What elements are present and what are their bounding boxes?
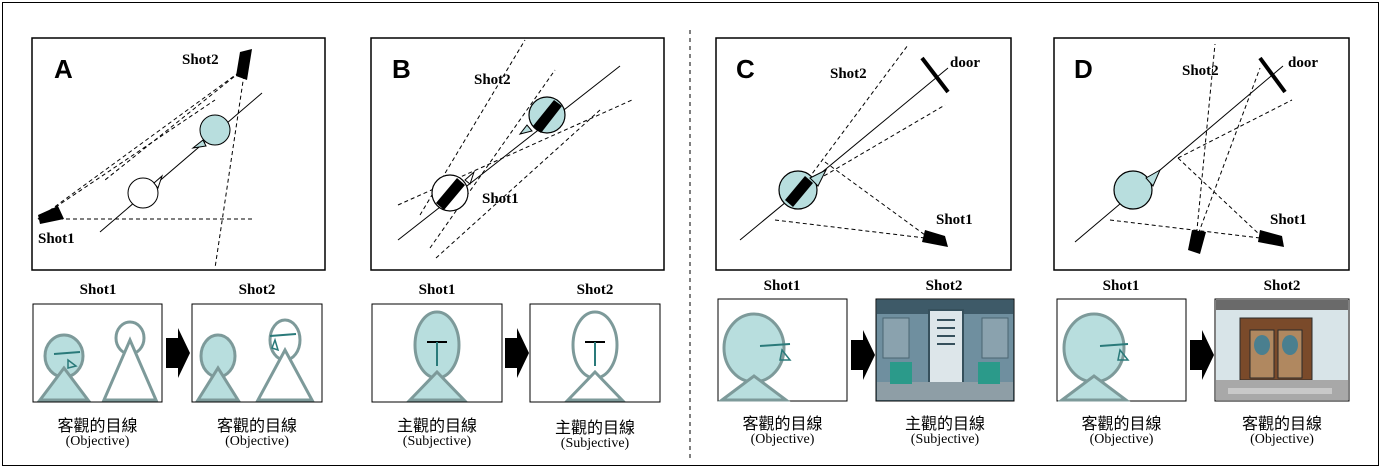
thumb-c1 (717, 312, 792, 402)
door-label: door (950, 55, 980, 71)
panel-letter-b: B (392, 54, 411, 84)
diagram-box-a (31, 37, 326, 271)
diagram-box-c (715, 37, 1012, 271)
diagram-b (397, 39, 633, 259)
thumb-c2-porch-photo (877, 300, 1013, 400)
thumb-title: Shot2 (1263, 278, 1301, 294)
panel-letter-d: D (1074, 54, 1093, 84)
panel-letters: A B C D (54, 54, 1093, 84)
arrow-right-icon (505, 328, 529, 378)
caption-zh: 客觀的目線 (1081, 414, 1162, 433)
thumb-title: Shot1 (418, 282, 456, 298)
diagram-box-b (370, 37, 665, 271)
caption-en: (Objective) (1089, 432, 1154, 447)
camera-shot1-icon (436, 178, 465, 210)
thumb-title: Shot2 (576, 282, 614, 298)
arrow-right-icon (166, 328, 190, 378)
thumb-title: Shot1 (79, 282, 117, 298)
shot2-label: Shot2 (1182, 63, 1219, 79)
camera-shot2-icon (1188, 230, 1206, 254)
camera-shot1-icon (1258, 230, 1284, 247)
camera-shot1-icon (922, 230, 948, 247)
caption-zh: 客觀的目線 (1241, 414, 1322, 433)
caption-en: (Objective) (65, 434, 130, 449)
arrow-right-icon (851, 330, 875, 380)
door-icon (920, 56, 950, 94)
thumb-a2 (195, 318, 315, 402)
caption-zh: 客觀的目線 (57, 416, 138, 435)
shot1-label: Shot1 (936, 212, 973, 228)
thumb-a1 (37, 320, 159, 402)
camera-shot2-icon (236, 49, 252, 80)
shot1-label: Shot1 (38, 231, 75, 247)
thumb-title: Shot1 (763, 278, 801, 294)
arrow-right-icon (1190, 330, 1214, 380)
caption-en: (Objective) (1250, 432, 1314, 447)
caption-zh: 客觀的目線 (216, 416, 297, 435)
caption-en: (Subjective) (910, 432, 980, 447)
diagram-a (37, 49, 263, 269)
shot1-label: Shot1 (482, 191, 519, 207)
caption-zh: 客觀的目線 (742, 414, 823, 433)
door-label: door (1288, 55, 1318, 71)
character-head-icon (127, 177, 159, 209)
caption-zh: 主觀的目線 (396, 416, 477, 435)
caption-zh: 主觀的目線 (554, 418, 635, 437)
thumb-title: Shot1 (1102, 278, 1140, 294)
caption-en: (Objective) (225, 434, 289, 449)
thumb-title: Shot2 (925, 278, 963, 294)
diagram-d (1074, 43, 1293, 254)
panel-letter-c: C (736, 54, 755, 84)
caption-en: (Subjective) (402, 434, 472, 449)
caption-zh: 主觀的目線 (904, 414, 985, 433)
character-head-icon (1113, 170, 1153, 210)
thumb-b1 (406, 310, 468, 402)
shot2-label: Shot2 (182, 52, 219, 68)
shot2-label: Shot2 (830, 66, 867, 82)
thumb-b2 (564, 310, 626, 402)
thumb-title: Shot2 (238, 282, 276, 298)
door-icon (1258, 56, 1287, 94)
caption-en: (Objective) (750, 432, 815, 447)
diagram-c (739, 44, 950, 247)
transition-arrows (166, 328, 1214, 380)
panel-letter-a: A (54, 54, 73, 84)
thumb-d2-entrance-photo (1216, 300, 1348, 400)
camera-shot1-icon (38, 206, 64, 224)
shot2-label: Shot2 (474, 72, 511, 88)
thumb-d1 (1057, 312, 1131, 402)
caption-en: (Subjective) (560, 436, 630, 451)
shot1-label: Shot1 (1270, 212, 1307, 228)
character-head-icon (199, 114, 231, 146)
camera-shot2-icon (533, 100, 562, 133)
